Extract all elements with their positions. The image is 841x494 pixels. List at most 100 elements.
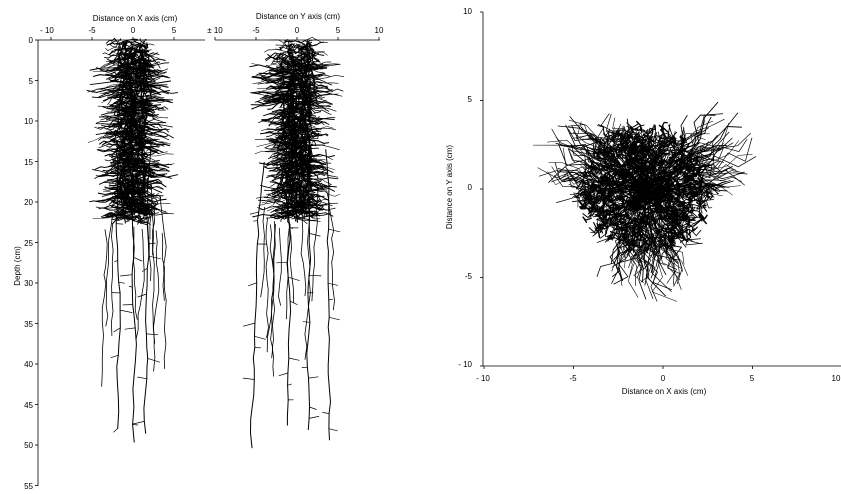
panel-xz-y-tick-label: 10: [24, 117, 33, 126]
panel-yz-x-tick-label: -5: [252, 26, 260, 35]
panel-yz-lateral-root: [329, 317, 339, 320]
panel-yz-lateral-root: [248, 283, 256, 286]
panel-yz-lateral-root: [288, 277, 299, 280]
panel-xz-x-tick-label: 5: [172, 26, 177, 35]
panel-xz-y-tick-label: 55: [24, 482, 33, 489]
panel-xz: Distance on X axis (cm) Depth (cm) - 10 …: [13, 14, 205, 489]
panel-yz-lateral-root: [309, 220, 320, 221]
panel-yz-secondary-root: [261, 207, 265, 297]
panel-xz-x-tick-label: -5: [88, 26, 96, 35]
panel-xz-lateral-root: [121, 275, 133, 276]
panel-yz-lateral-root: [309, 416, 319, 418]
panel-xz-x-tick-label: 0: [131, 26, 136, 35]
panel-yz-main-root: [251, 162, 265, 447]
panel-xy-root-system: [533, 102, 756, 301]
panel-yz-lateral-root: [243, 323, 255, 326]
panel-yz-lateral-root: [309, 377, 319, 378]
panel-xz-root-system: [87, 38, 178, 442]
panel-xz-lateral-root: [142, 268, 147, 271]
panel-xz-x-tick-label: - 10: [40, 26, 54, 35]
panel-xy-lateral-root: [696, 139, 747, 168]
panel-yz-lateral-root: [279, 373, 288, 376]
panel-xy-x-tick-label: - 10: [476, 374, 490, 383]
panel-yz-x-tick-label: 10: [375, 26, 384, 35]
panel-yz-lateral-root: [323, 413, 330, 414]
panel-yz-lateral-root: [329, 429, 338, 431]
panel-yz-lateral-root: [254, 221, 258, 222]
panel-xz-secondary-root: [111, 223, 113, 335]
panel-xz-lateral-root: [149, 256, 161, 259]
panel-xz-secondary-root: [154, 231, 159, 372]
panel-xz-y-tick-label: 5: [29, 77, 34, 86]
panel-xy-root: [703, 205, 707, 211]
panel-yz-x-ticks: ± 10 -5 0 5 10: [207, 26, 384, 40]
panel-xy: Distance on X axis (cm) Distance on Y ax…: [445, 7, 841, 396]
panel-xz-y-tick-label: 25: [24, 239, 33, 248]
panel-xz-lateral-root: [134, 257, 142, 261]
panel-yz: Distance on Y axis (cm) ± 10 -5 0 5 10: [207, 12, 384, 448]
panel-yz-lateral-root: [329, 299, 333, 300]
panel-xy-y-tick-label: 0: [468, 183, 473, 192]
panel-xy-root: [583, 214, 592, 218]
panel-xz-lateral-root: [120, 310, 132, 313]
panel-yz-lateral-root: [277, 262, 288, 263]
panel-xz-lateral-root: [116, 224, 123, 225]
panel-yz-lateral-root: [310, 407, 317, 410]
panel-yz-lateral-root: [265, 49, 282, 52]
panel-xz-y-tick-label: 30: [24, 279, 33, 288]
panel-xy-y-axis-title: Distance on Y axis (cm): [445, 145, 454, 230]
panel-yz-x-axis-title: Distance on Y axis (cm): [256, 12, 341, 21]
panel-xz-y-tick-label: 50: [24, 441, 33, 450]
panel-xz-y-tick-label: 0: [29, 36, 34, 45]
panel-xy-y-ticks: 10 5 0 -5 - 10: [458, 7, 483, 369]
panel-yz-secondary-root: [279, 228, 282, 305]
panel-xz-y-ticks: 0 5 10 15 20 25 30 35 40 45 50 55: [24, 36, 38, 489]
panel-yz-lateral-root: [310, 233, 321, 236]
panel-yz-root-system: [243, 37, 344, 448]
panel-xy-y-tick-label: -5: [465, 272, 473, 281]
panel-xz-secondary-root: [133, 227, 137, 319]
panel-xz-lateral-root: [138, 377, 147, 379]
panel-xz-lateral-root: [119, 282, 125, 283]
panel-xy-x-tick-label: 10: [832, 374, 841, 383]
panel-yz-secondary-root: [266, 218, 269, 338]
panel-xy-y-tick-label: - 10: [458, 360, 472, 369]
panel-xz-lateral-root: [133, 425, 138, 426]
panel-yz-lateral-root: [289, 358, 299, 360]
panel-yz-lateral-root: [243, 378, 254, 379]
panel-xz-lateral-root: [114, 328, 121, 332]
panel-yz-lateral-root: [288, 384, 292, 385]
panel-xz-y-tick-label: 35: [24, 320, 33, 329]
panel-yz-lateral-root: [250, 212, 258, 214]
panel-yz-main-root: [326, 150, 331, 440]
panel-xy-x-axis-title: Distance on X axis (cm): [622, 387, 707, 396]
panel-xz-lateral-root: [146, 334, 158, 335]
panel-xy-x-ticks: - 10 -5 0 5 10: [476, 366, 841, 383]
panel-xz-lateral-root: [114, 428, 118, 432]
panel-yz-x-tick-label: 5: [336, 26, 341, 35]
panel-xz-y-tick-label: 40: [24, 360, 33, 369]
panel-xz-lateral-root: [148, 358, 160, 362]
panel-xz-secondary-root: [136, 229, 144, 338]
panel-xz-x-ticks: - 10 -5 0 5: [40, 26, 177, 40]
panel-xz-secondary-root: [106, 218, 113, 326]
panel-xz-y-tick-label: 20: [24, 198, 33, 207]
panel-xy-x-tick-label: -5: [569, 374, 577, 383]
panel-yz-lateral-root: [255, 336, 266, 339]
panel-yz-lateral-root: [329, 229, 340, 232]
panel-yz-x-tick-label: ± 10: [207, 26, 223, 35]
panel-xy-y-tick-label: 10: [463, 7, 472, 16]
panel-xz-lateral-root: [111, 355, 118, 358]
panel-xz-lateral-root: [133, 421, 144, 424]
panel-xz-lateral-root: [125, 328, 135, 329]
panel-xz-x-axis-title: Distance on X axis (cm): [93, 14, 178, 23]
panel-xz-y-axis-title: Depth (cm): [13, 246, 22, 286]
panel-yz-lateral-root: [309, 275, 321, 276]
panel-xy-x-tick-label: 5: [750, 374, 755, 383]
panel-xy-y-tick-label: 5: [468, 95, 473, 104]
panel-yz-x-tick-label: 0: [295, 26, 300, 35]
panel-xy-root: [676, 136, 681, 144]
panel-xz-y-tick-label: 45: [24, 401, 33, 410]
